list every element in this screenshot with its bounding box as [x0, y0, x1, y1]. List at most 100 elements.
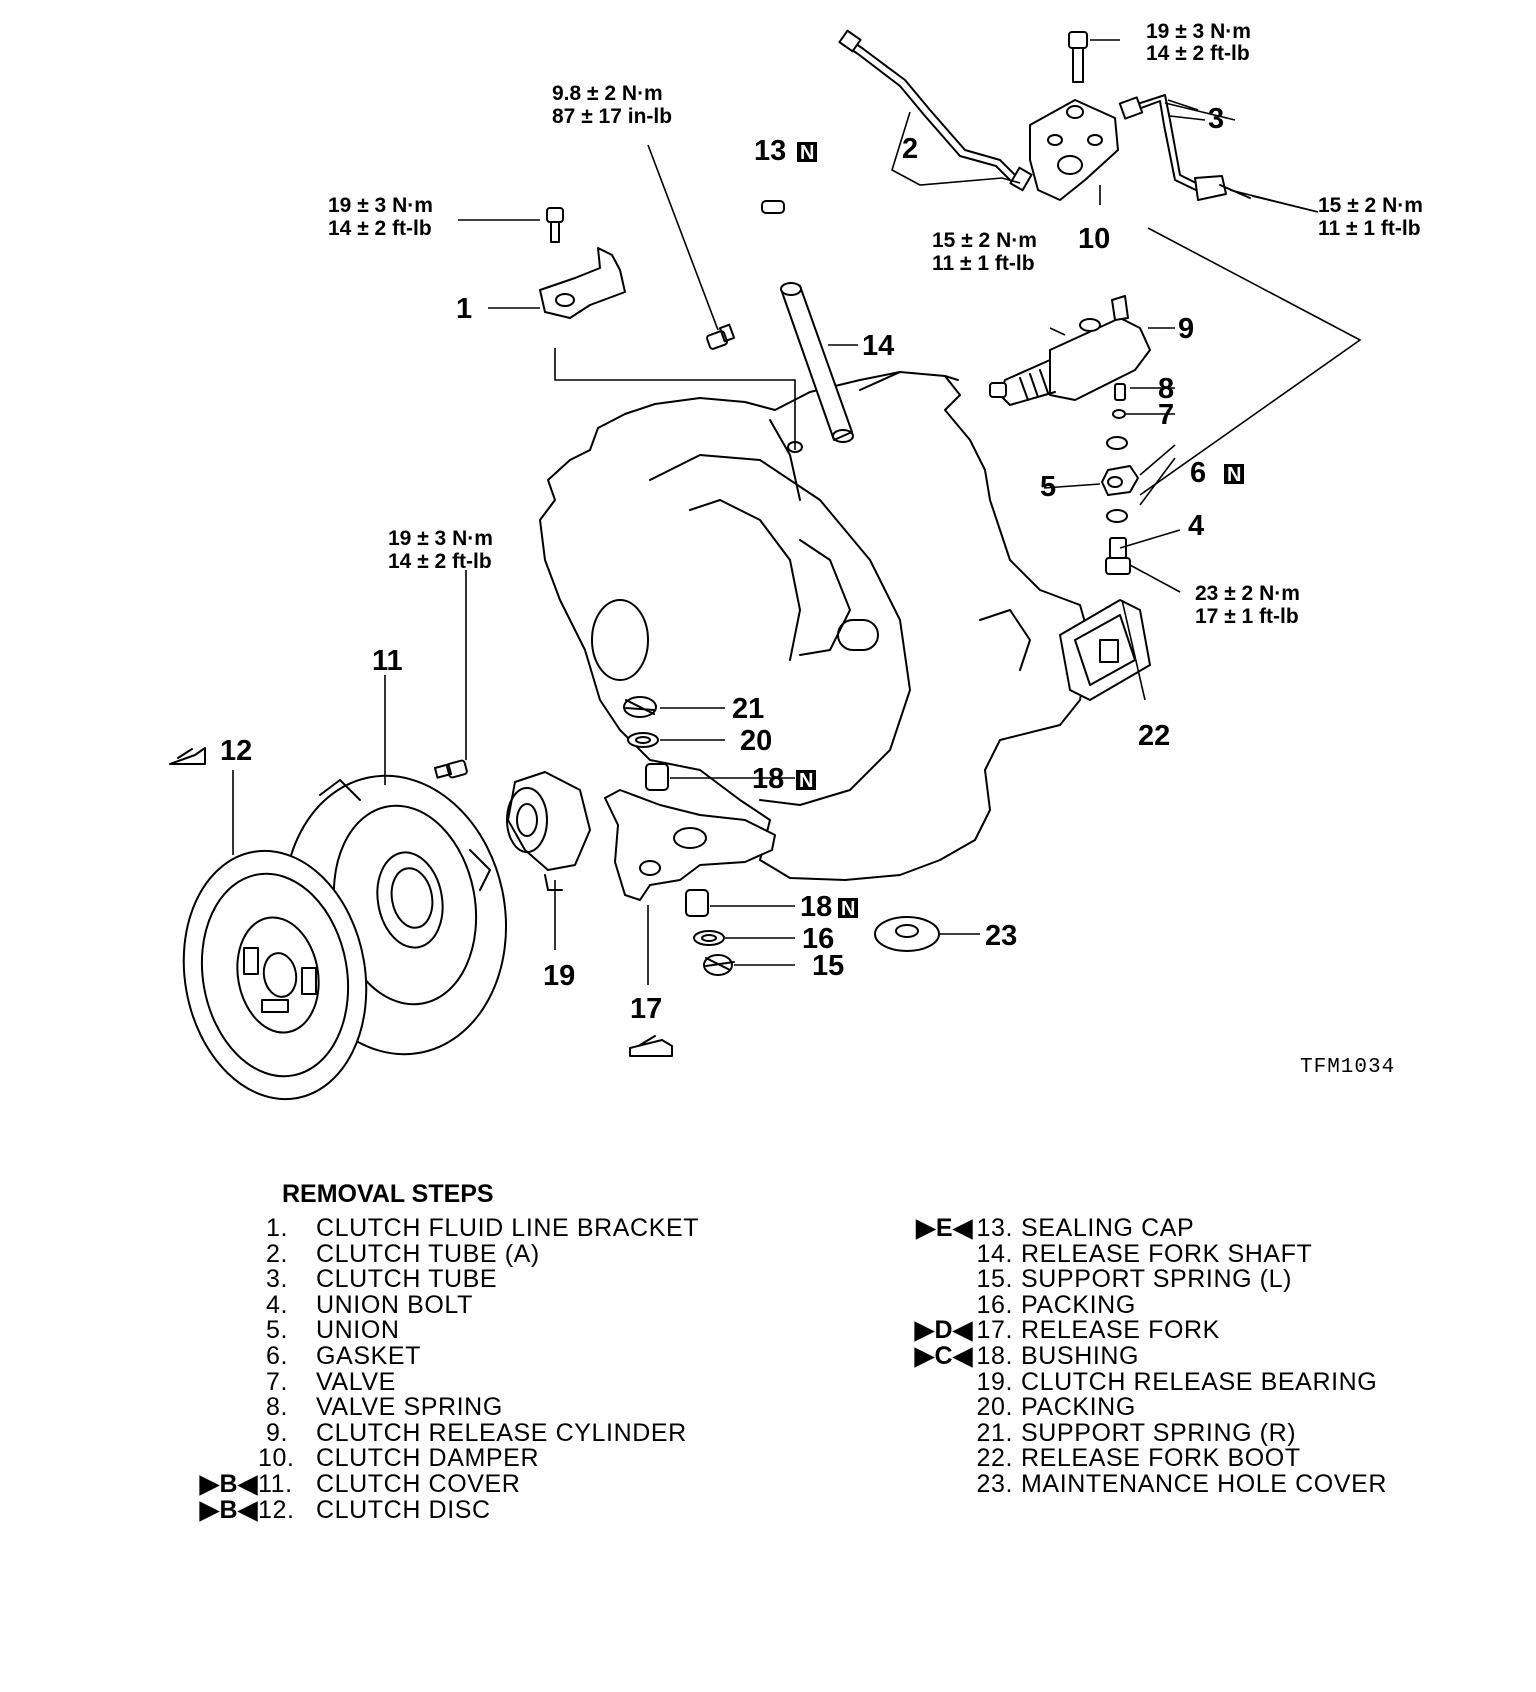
callout-4: 4 — [1188, 510, 1204, 542]
step-number: 17. — [976, 1316, 1013, 1345]
callout-20: 20 — [740, 725, 772, 757]
clutch-release-bearing — [506, 771, 591, 891]
step-number: 4. — [265, 1290, 288, 1319]
small-bolt — [705, 323, 736, 350]
step-marker: ▶B◀ — [199, 1469, 258, 1498]
step-name: SUPPORT SPRING (R) — [1021, 1418, 1297, 1447]
torque-bracket-bolt-ftlb: 14 ± 2 ft-lb — [328, 217, 432, 240]
new-part-mark: N — [800, 142, 814, 164]
gasket-lower — [1106, 509, 1128, 523]
callout-2: 2 — [902, 133, 918, 165]
sealing-cap — [761, 200, 785, 214]
callout-10: 10 — [1078, 223, 1110, 255]
packing-r — [627, 732, 659, 748]
callout-18-lower: 18 — [800, 891, 832, 923]
step-number: 12. — [258, 1495, 295, 1524]
callout-3: 3 — [1208, 103, 1224, 135]
step-name: CLUTCH DISC — [316, 1495, 491, 1524]
torque-tube-flares-nm: 15 ± 2 N·m — [1318, 194, 1423, 217]
step-number: 20. — [976, 1393, 1013, 1422]
torque-specs: 19 ± 3 N·m 14 ± 2 ft-lb 15 ± 2 N·m 11 ± … — [328, 20, 1423, 628]
callout-16: 16 — [802, 923, 834, 955]
callout-12: 12 — [220, 735, 252, 767]
callout-6: 6 — [1190, 457, 1206, 489]
support-spring-r — [623, 696, 657, 718]
callouts: 1 2 3 4 5 6 7 8 9 10 11 12 13 14 15 16 1… — [220, 103, 1224, 1025]
torque-union-bolt-ftlb: 17 ± 1 ft-lb — [1195, 605, 1299, 628]
step-number: 7. — [265, 1367, 288, 1396]
callout-9: 9 — [1178, 313, 1194, 345]
removal-steps-title: REMOVAL STEPS — [282, 1180, 494, 1208]
step-name: PACKING — [1021, 1393, 1136, 1422]
step-marker: ▶B◀ — [199, 1495, 258, 1524]
step-number: 14. — [976, 1239, 1013, 1268]
torque-tube-a-ftlb: 11 ± 1 ft-lb — [932, 252, 1035, 275]
step-name: RELEASE FORK BOOT — [1021, 1444, 1301, 1473]
step-number: 19. — [976, 1367, 1013, 1396]
step-number: 10. — [258, 1444, 295, 1473]
step-number: 8. — [265, 1393, 288, 1422]
callout-13: 13 — [754, 135, 786, 167]
step-number: 5. — [265, 1316, 288, 1345]
callout-11: 11 — [372, 645, 403, 677]
callout-1: 1 — [456, 293, 472, 325]
step-number: 23. — [976, 1469, 1013, 1498]
packing-l — [693, 930, 725, 946]
step-number: 11. — [258, 1469, 293, 1498]
clutch-fluid-line-bracket — [539, 247, 626, 319]
callout-7: 7 — [1158, 399, 1174, 431]
torque-cover-bolt-nm: 19 ± 3 N·m — [388, 527, 493, 550]
torque-small-bolt-inlb: 87 ± 17 in-lb — [552, 105, 672, 128]
support-spring-l — [703, 954, 735, 976]
bracket-bolt — [546, 207, 564, 243]
clutch-tube — [1118, 94, 1251, 201]
bushing-upper — [645, 763, 669, 791]
step-name: BUSHING — [1021, 1341, 1140, 1370]
step-number: 16. — [976, 1290, 1013, 1319]
step-name: RELEASE FORK — [1021, 1316, 1220, 1345]
step-number: 22. — [976, 1444, 1013, 1473]
step-name: CLUTCH RELEASE CYLINDER — [316, 1418, 687, 1447]
step-name: CLUTCH DAMPER — [316, 1444, 540, 1473]
step-name: GASKET — [316, 1341, 422, 1370]
gasket-upper — [1106, 436, 1128, 450]
step-marker: ▶E◀ — [916, 1214, 973, 1242]
callout-18-upper: 18 — [752, 763, 784, 795]
callout-14: 14 — [862, 330, 894, 362]
transmission-housing — [539, 371, 1091, 881]
step-name: MAINTENANCE HOLE COVER — [1021, 1469, 1388, 1498]
figure-id: TFM1034 — [1300, 1056, 1395, 1079]
step-number: 9. — [265, 1418, 288, 1447]
new-part-mark: N — [799, 770, 813, 792]
step-number: 21. — [976, 1418, 1013, 1447]
step-name: CLUTCH COVER — [316, 1469, 521, 1498]
step-number: 15. — [976, 1265, 1013, 1294]
new-part-marks: N N N N — [796, 142, 1244, 920]
step-number: 18. — [976, 1341, 1013, 1370]
step-number: 13. — [976, 1214, 1013, 1242]
step-name: UNION BOLT — [316, 1290, 473, 1319]
torque-cover-bolt-ftlb: 14 ± 2 ft-lb — [388, 550, 492, 573]
release-fork-boot — [1059, 599, 1151, 701]
bushing-lower — [685, 889, 709, 917]
torque-tube-a-nm: 15 ± 2 N·m — [932, 229, 1037, 252]
clutch-damper — [1029, 99, 1119, 201]
step-number: 2. — [265, 1239, 288, 1268]
torque-union-bolt-nm: 23 ± 2 N·m — [1195, 582, 1300, 605]
union-bolt — [1105, 537, 1131, 575]
step-number: 3. — [265, 1265, 288, 1294]
release-fork-shaft — [780, 282, 854, 443]
grease-icon — [629, 1035, 673, 1057]
callout-15: 15 — [812, 950, 844, 982]
torque-small-bolt-nm: 9.8 ± 2 N·m — [552, 82, 663, 105]
callout-8: 8 — [1158, 373, 1174, 405]
callout-19: 19 — [543, 960, 575, 992]
step-name: CLUTCH FLUID LINE BRACKET — [316, 1214, 700, 1242]
release-fork — [604, 789, 776, 901]
new-part-mark: N — [841, 898, 855, 920]
exploded-clutch-diagram: 1 2 3 4 5 6 7 8 9 10 11 12 13 14 15 16 1… — [169, 20, 1423, 1101]
step-marker: ▶D◀ — [914, 1316, 973, 1345]
step-number: 1. — [265, 1214, 288, 1242]
cover-bolt — [433, 759, 468, 779]
grease-icon — [169, 747, 206, 765]
